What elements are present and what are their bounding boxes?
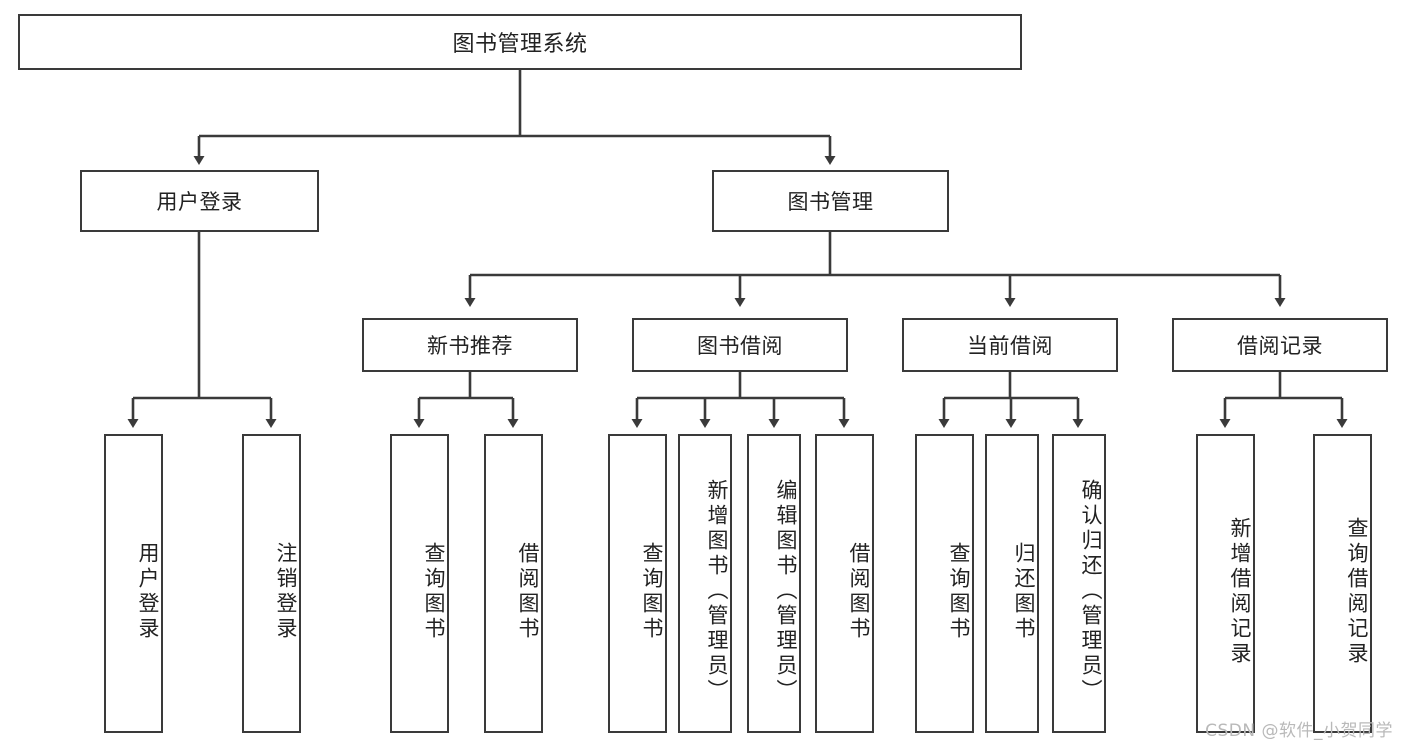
leaf-query-book-current[interactable]: 查询图书 <box>915 434 974 733</box>
node-user-login[interactable]: 用户登录 <box>80 170 319 232</box>
leaf-add-book-admin[interactable]: 新增图书（管理员） <box>678 434 732 733</box>
node-label: 借阅记录 <box>1237 334 1323 358</box>
node-label: 查询图书 <box>640 541 664 642</box>
node-label: 当前借阅 <box>967 334 1053 358</box>
node-root-system[interactable]: 图书管理系统 <box>18 14 1022 70</box>
node-label: 用户登录 <box>136 541 160 642</box>
node-label: 查询借阅记录 <box>1345 516 1369 667</box>
leaf-query-book-newbook[interactable]: 查询图书 <box>390 434 449 733</box>
node-book-borrow[interactable]: 图书借阅 <box>632 318 848 372</box>
node-label: 查询图书 <box>422 541 446 642</box>
node-label: 注销登录 <box>274 541 298 642</box>
node-label: 确认归还（管理员） <box>1079 479 1103 704</box>
node-label: 图书管理系统 <box>452 32 588 57</box>
node-label: 图书借阅 <box>697 334 783 358</box>
node-label: 借阅图书 <box>847 541 871 642</box>
leaf-edit-book-admin[interactable]: 编辑图书（管理员） <box>747 434 801 733</box>
leaf-user-login[interactable]: 用户登录 <box>104 434 163 733</box>
node-label: 查询图书 <box>947 541 971 642</box>
leaf-borrow-book-newbook[interactable]: 借阅图书 <box>484 434 543 733</box>
node-label: 借阅图书 <box>516 541 540 642</box>
node-label: 新增借阅记录 <box>1228 516 1252 667</box>
leaf-add-borrow-record[interactable]: 新增借阅记录 <box>1196 434 1255 733</box>
node-book-management[interactable]: 图书管理 <box>712 170 949 232</box>
node-borrow-record[interactable]: 借阅记录 <box>1172 318 1388 372</box>
node-label: 用户登录 <box>156 190 243 214</box>
leaf-borrow-book[interactable]: 借阅图书 <box>815 434 874 733</box>
node-new-book-recommend[interactable]: 新书推荐 <box>362 318 578 372</box>
csdn-watermark: CSDN @软件_小贺同学 <box>1205 721 1393 741</box>
node-label: 新书推荐 <box>427 334 513 358</box>
node-label: 编辑图书（管理员） <box>774 479 798 704</box>
node-label: 新增图书（管理员） <box>705 479 729 704</box>
leaf-confirm-return-admin[interactable]: 确认归还（管理员） <box>1052 434 1106 733</box>
leaf-query-book-borrow[interactable]: 查询图书 <box>608 434 667 733</box>
leaf-logout[interactable]: 注销登录 <box>242 434 301 733</box>
node-label: 归还图书 <box>1012 541 1036 642</box>
node-label: 图书管理 <box>787 190 874 214</box>
node-current-borrow[interactable]: 当前借阅 <box>902 318 1118 372</box>
leaf-query-borrow-record[interactable]: 查询借阅记录 <box>1313 434 1372 733</box>
leaf-return-book[interactable]: 归还图书 <box>985 434 1039 733</box>
